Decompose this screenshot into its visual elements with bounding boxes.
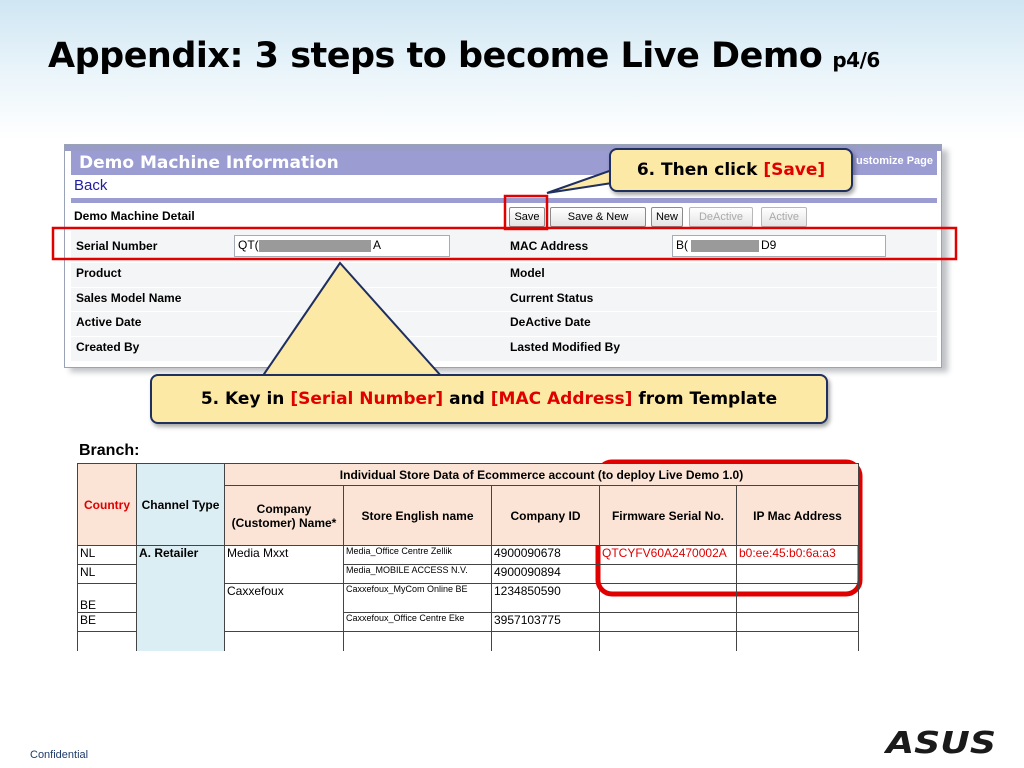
row-divider	[71, 287, 937, 288]
asus-logo: ASUS	[884, 728, 996, 756]
save-button[interactable]: Save	[509, 207, 545, 227]
active-date-label: Active Date	[76, 315, 142, 329]
company-id-cell: 4900090678	[491, 545, 600, 565]
table-row: NL Media_MOBILE ACCESS N.V. 4900090894	[77, 564, 859, 584]
store-name-cell: Media_Office Centre Zellik	[343, 545, 492, 565]
save-callout-highlight: [Save]	[763, 160, 826, 180]
product-label: Product	[76, 266, 122, 280]
row-divider	[71, 311, 937, 312]
firmware-serial-cell	[599, 564, 737, 584]
mac-address-value-start: B(	[676, 238, 688, 252]
country-cell: BE	[77, 612, 137, 632]
branch-title: Branch:	[79, 442, 140, 459]
save-callout: 6. Then click [Save]	[609, 148, 853, 192]
customize-page-link[interactable]: ustomize Page	[855, 155, 933, 167]
firmware-serial-cell	[599, 583, 737, 613]
active-button[interactable]: Active	[761, 207, 807, 227]
group-header: Individual Store Data of Ecommerce accou…	[224, 463, 859, 486]
ip-mac-cell	[736, 583, 859, 613]
slide-page-number: p4/6	[832, 48, 880, 72]
company-id-header: Company ID	[491, 485, 600, 546]
store-name-cell: Caxxefoux_Office Centre Eke	[343, 612, 492, 632]
row-divider	[71, 336, 937, 337]
deactive-date-label: DeActive Date	[510, 315, 591, 329]
company-id-cell: 1234850590	[491, 583, 600, 613]
country-header: Country	[77, 463, 137, 546]
serial-number-input[interactable]: QT( A	[234, 235, 450, 257]
ip-mac-cell	[736, 564, 859, 584]
deactive-button[interactable]: DeActive	[689, 207, 753, 227]
demo-machine-screenshot: Demo Machine Information ustomize Page B…	[64, 144, 942, 368]
detail-form: Serial Number QT( A MAC Address B( D9 Pr…	[71, 231, 937, 361]
mac-address-mask	[691, 240, 759, 252]
country-cell: NL	[77, 545, 137, 565]
ip-mac-header: IP Mac Address	[736, 485, 859, 546]
company-cell: Media Mxxt	[224, 545, 344, 584]
last-modified-by-label: Lasted Modified By	[510, 340, 621, 354]
store-name-header: Store English name	[343, 485, 492, 546]
mac-address-value-end: D9	[761, 238, 777, 252]
table-row: BE Caxxefoux_Office Centre Eke 395710377…	[77, 612, 859, 632]
company-id-cell: 3957103775	[491, 612, 600, 632]
channel-type-cell: A. Retailer	[136, 545, 225, 656]
save-and-new-button[interactable]: Save & New	[550, 207, 646, 227]
keyin-callout-pointer	[260, 261, 445, 378]
model-label: Model	[510, 266, 545, 280]
top-tab-strip	[65, 145, 941, 151]
back-link[interactable]: Back	[74, 177, 108, 194]
table-crop-mask	[70, 651, 870, 691]
mac-address-input[interactable]: B( D9	[672, 235, 886, 257]
serial-number-mask	[259, 240, 371, 252]
slide-title: Appendix: 3 steps to become Live Demo p4/…	[48, 36, 880, 76]
company-header: Company (Customer) Name*	[224, 485, 344, 546]
keyin-callout-suffix: from Template	[632, 389, 778, 409]
firmware-serial-header: Firmware Serial No.	[599, 485, 737, 546]
asus-logo-text: ASUS	[884, 728, 996, 756]
page-title: Demo Machine Information	[79, 153, 339, 173]
keyin-callout-mid: and	[443, 389, 491, 409]
table-row: NL A. Retailer Media Mxxt Media_Office C…	[77, 545, 859, 656]
current-status-label: Current Status	[510, 291, 594, 305]
new-button[interactable]: New	[651, 207, 683, 227]
country-cell: NL	[77, 564, 137, 584]
company-id-cell: 4900090894	[491, 564, 600, 584]
ip-mac-cell	[736, 612, 859, 632]
firmware-serial-cell: QTCYFV60A2470002A	[599, 545, 737, 565]
ip-mac-cell: b0:ee:45:b0:6a:a3	[736, 545, 859, 565]
channel-type-header: Channel Type	[136, 463, 225, 546]
keyin-callout-serial: [Serial Number]	[290, 389, 444, 409]
mac-address-label: MAC Address	[510, 239, 589, 253]
company-cell: Caxxefoux	[224, 583, 344, 632]
keyin-callout: 5. Key in [Serial Number] and [MAC Addre…	[150, 374, 828, 424]
sales-model-name-label: Sales Model Name	[76, 291, 182, 305]
serial-number-label: Serial Number	[76, 239, 158, 253]
slide-title-text: Appendix: 3 steps to become Live Demo	[48, 36, 823, 76]
save-callout-pointer	[546, 168, 613, 194]
keyin-callout-mac: [MAC Address]	[490, 389, 633, 409]
save-highlight-box	[503, 194, 549, 231]
keyin-callout-prefix: 5. Key in	[200, 389, 291, 409]
store-template-table: Country Channel Type Individual Store Da…	[77, 463, 859, 656]
save-callout-text: 6. Then click	[636, 160, 764, 180]
serial-number-value-start: QT(	[238, 238, 259, 252]
created-by-label: Created By	[76, 340, 140, 354]
serial-mac-highlight-box	[51, 226, 958, 261]
confidential-label: Confidential	[30, 749, 89, 761]
row-divider	[71, 262, 937, 263]
section-label: Demo Machine Detail	[74, 209, 195, 223]
firmware-serial-cell	[599, 612, 737, 632]
store-name-cell: Media_MOBILE ACCESS N.V.	[343, 564, 492, 584]
store-name-cell: Caxxefoux_MyCom Online BE	[343, 583, 492, 613]
country-cell: BE	[77, 583, 137, 613]
serial-number-value-end: A	[373, 238, 382, 252]
